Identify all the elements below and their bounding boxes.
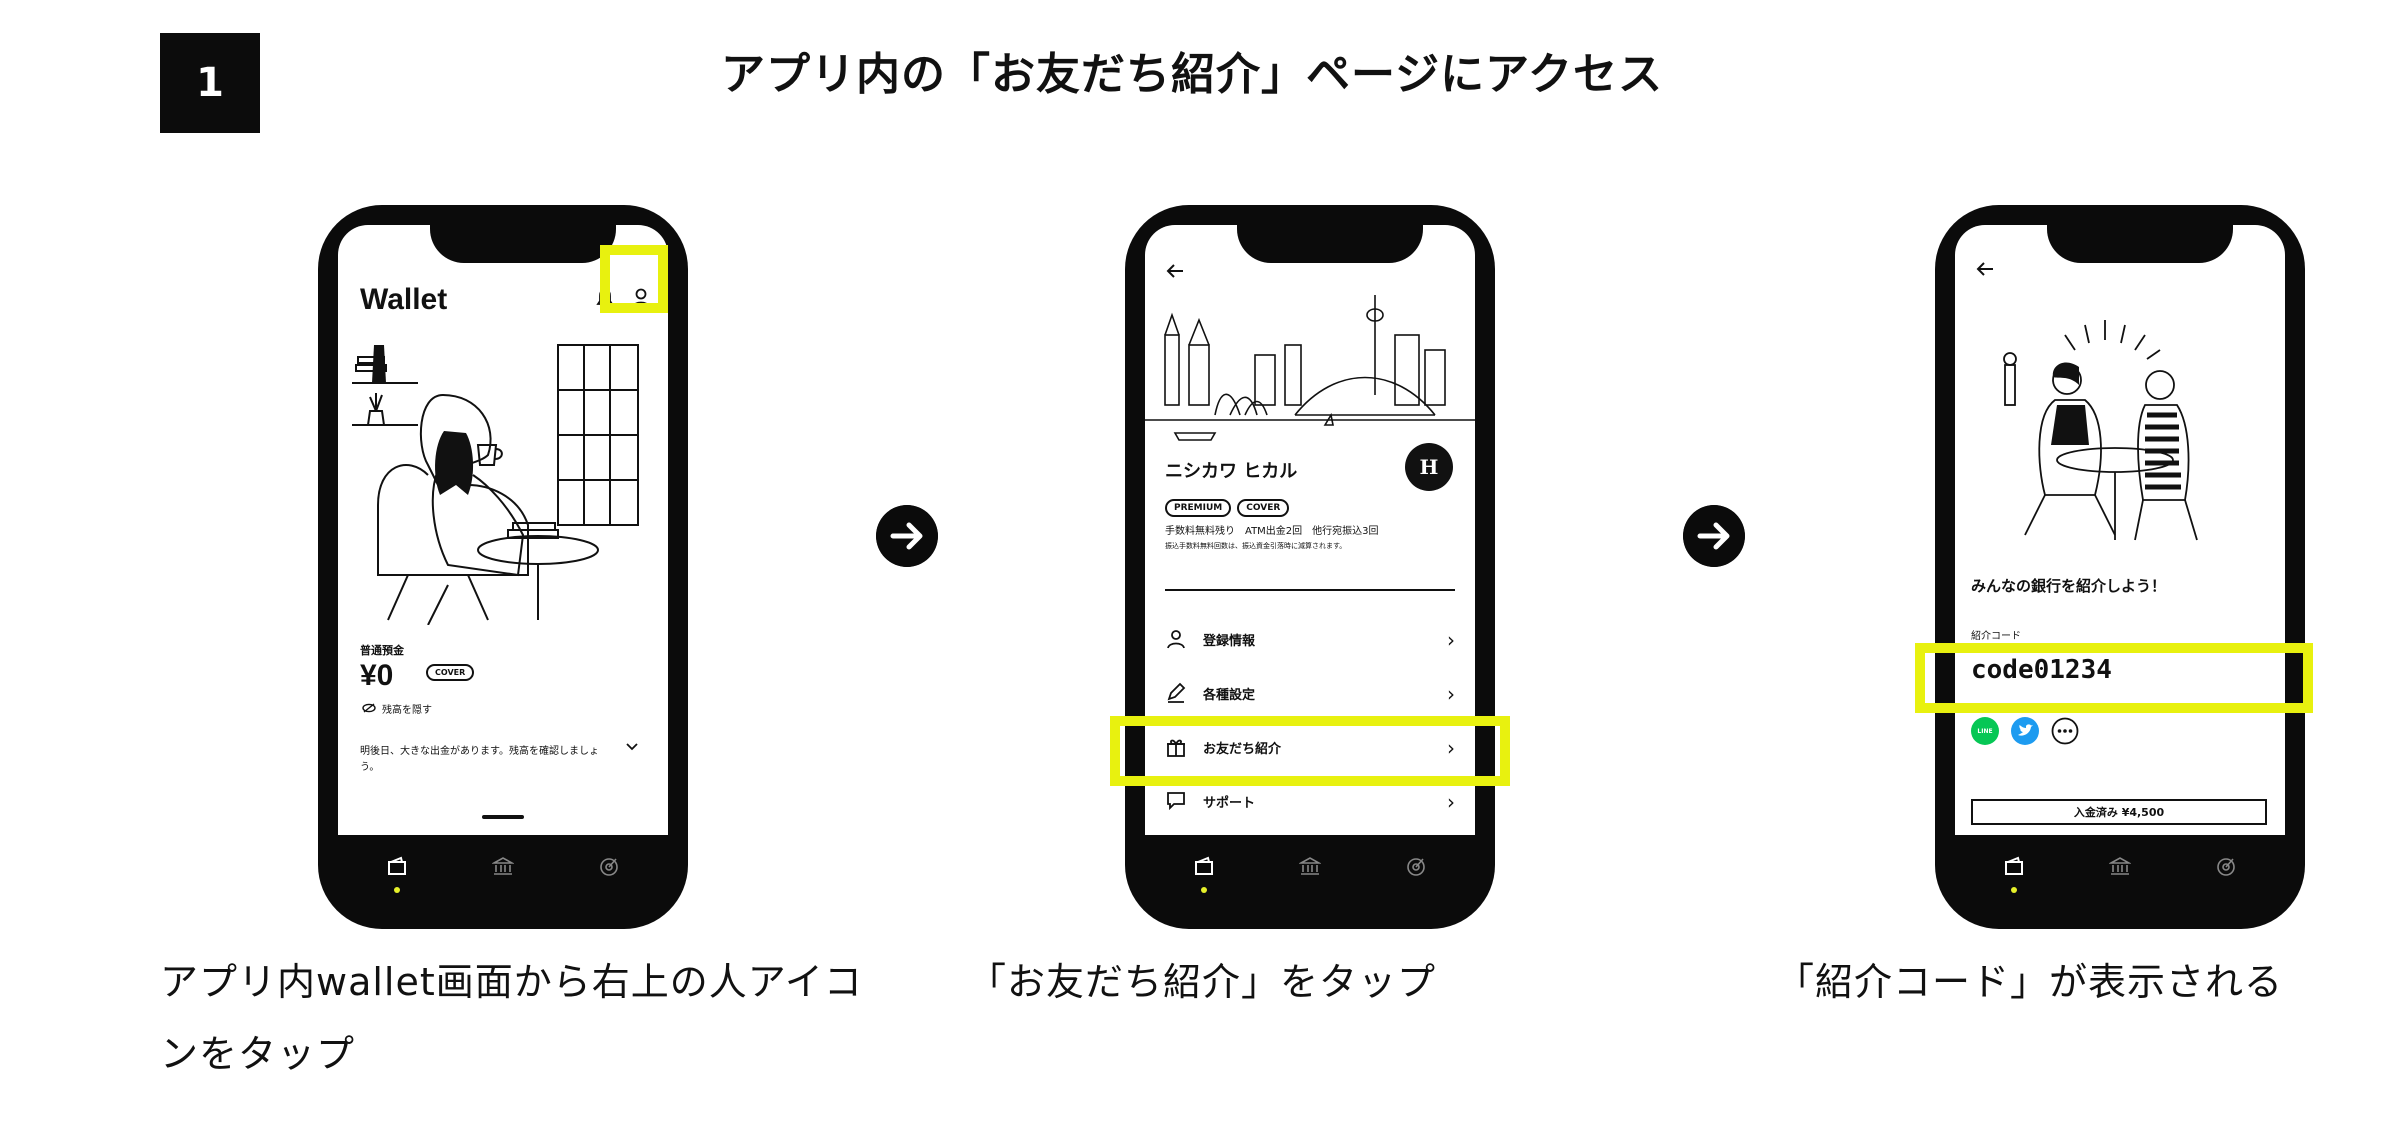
menu-label: お友だち紹介	[1203, 742, 1282, 757]
menu-item-settings[interactable]: 各種設定 ›	[1145, 667, 1475, 721]
user-name: ニシカワ ヒカル	[1165, 461, 1298, 482]
avatar[interactable]: H	[1405, 443, 1453, 491]
active-tab-indicator	[1201, 887, 1207, 893]
wallet-tab-icon[interactable]	[386, 855, 408, 877]
fee-note: 振込手数料無料回数は、振込資金引落時に減算されます。	[1165, 542, 1347, 550]
hide-balance-link[interactable]: 残高を隠す	[382, 705, 432, 716]
chevron-right-icon: ›	[1447, 736, 1455, 760]
friends-talking-illustration	[2003, 320, 2198, 541]
deposit-status-button[interactable]: 入金済み ¥4,500	[1971, 799, 2267, 825]
highlight-referral-menu	[1110, 716, 1510, 786]
caption-step-1-line-2: ンをタップ	[160, 1032, 356, 1076]
bank-tab-icon[interactable]	[492, 855, 514, 877]
account-type-label: 普通預金	[360, 644, 404, 657]
menu-item-registration[interactable]: 登録情報 ›	[1145, 613, 1475, 667]
caption-step-1: アプリ内wallet画面から右上の人アイコ ンをタップ	[160, 946, 863, 1090]
back-arrow-icon[interactable]	[1975, 261, 1995, 277]
phone-wallet: Wallet	[318, 205, 688, 929]
menu-item-referral[interactable]: お友だち紹介 ›	[1145, 721, 1475, 775]
menu-label: サポート	[1203, 796, 1256, 811]
cover-tag: COVER	[1237, 499, 1290, 517]
fee-free-remaining: 手数料無料残り ATM出金2回 他行宛振込3回	[1165, 526, 1379, 537]
gift-icon	[1167, 739, 1185, 757]
cover-badge: COVER	[426, 664, 475, 681]
home-indicator	[482, 815, 524, 819]
twitter-icon[interactable]	[2011, 717, 2039, 745]
referral-screen: みんなの銀行を紹介しよう！ 紹介コード code01234 LINE 入金済み …	[1955, 225, 2285, 835]
chat-icon	[1167, 792, 1185, 811]
goal-tab-icon[interactable]	[598, 855, 620, 877]
membership-tags: PREMIUM COVER	[1165, 495, 1295, 517]
menu-item-support[interactable]: サポート ›	[1145, 775, 1475, 829]
profile-screen: ニシカワ ヒカル H PREMIUM COVER 手数料無料残り ATM出金2回 …	[1145, 225, 1475, 835]
notice-text: 明後日、大きな出金があります。残高を確認しましょ	[360, 746, 599, 757]
wallet-tab-icon[interactable]	[2003, 855, 2025, 877]
highlight-referral-code	[1915, 643, 2313, 713]
wallet-tab-icon[interactable]	[1193, 855, 1215, 877]
phone-notch	[2047, 225, 2233, 263]
phone-notch	[1237, 225, 1423, 263]
more-icon[interactable]	[2051, 717, 2079, 745]
caption-step-3: 「紹介コード」が表示される	[1776, 960, 2284, 1004]
arrow-right-icon	[1683, 505, 1745, 567]
chevron-right-icon: ›	[1447, 682, 1455, 706]
woman-with-coffee-illustration	[352, 344, 639, 625]
eye-hidden-icon[interactable]	[362, 703, 376, 713]
premium-tag: PREMIUM	[1165, 499, 1232, 517]
bank-tab-icon[interactable]	[1299, 855, 1321, 877]
tab-bar	[338, 835, 668, 905]
highlight-person-icon	[600, 245, 668, 313]
person-icon	[1167, 630, 1185, 649]
tab-bar	[1145, 835, 1475, 905]
page-title: アプリ内の「お友だち紹介」ページにアクセス	[721, 49, 1663, 100]
wallet-screen: Wallet	[338, 225, 668, 835]
referral-heading: みんなの銀行を紹介しよう！	[1971, 577, 2167, 595]
referral-code-value[interactable]: code01234	[1971, 655, 2112, 685]
wallet-title: Wallet	[360, 283, 448, 316]
goal-tab-icon[interactable]	[1405, 855, 1427, 877]
chevron-down-icon[interactable]	[626, 743, 638, 751]
phone-referral: みんなの銀行を紹介しよう！ 紹介コード code01234 LINE 入金済み …	[1935, 205, 2305, 929]
tab-bar	[1955, 835, 2285, 905]
pencil-icon	[1167, 682, 1186, 703]
menu-label: 各種設定	[1203, 688, 1256, 703]
arrow-right-icon	[876, 505, 938, 567]
phone-profile: ニシカワ ヒカル H PREMIUM COVER 手数料無料残り ATM出金2回 …	[1125, 205, 1495, 929]
divider	[1165, 589, 1455, 591]
chevron-right-icon: ›	[1447, 628, 1455, 652]
balance-amount: ¥0	[360, 659, 394, 692]
chevron-right-icon: ›	[1447, 790, 1455, 814]
goal-tab-icon[interactable]	[2215, 855, 2237, 877]
back-arrow-icon[interactable]	[1165, 263, 1185, 279]
phone-notch	[430, 225, 616, 263]
bank-tab-icon[interactable]	[2109, 855, 2131, 877]
referral-code-label: 紹介コード	[1971, 631, 2021, 642]
active-tab-indicator	[394, 887, 400, 893]
step-number-badge: 1	[160, 33, 260, 133]
caption-step-2: 「お友だち紹介」をタップ	[968, 960, 1437, 1004]
active-tab-indicator	[2011, 887, 2017, 893]
line-icon[interactable]: LINE	[1971, 717, 1999, 745]
caption-step-1-line-1: アプリ内wallet画面から右上の人アイコ	[160, 960, 863, 1004]
notice-text-continued: う。	[360, 762, 380, 773]
menu-label: 登録情報	[1203, 634, 1256, 649]
sydney-skyline-illustration	[1145, 295, 1475, 441]
